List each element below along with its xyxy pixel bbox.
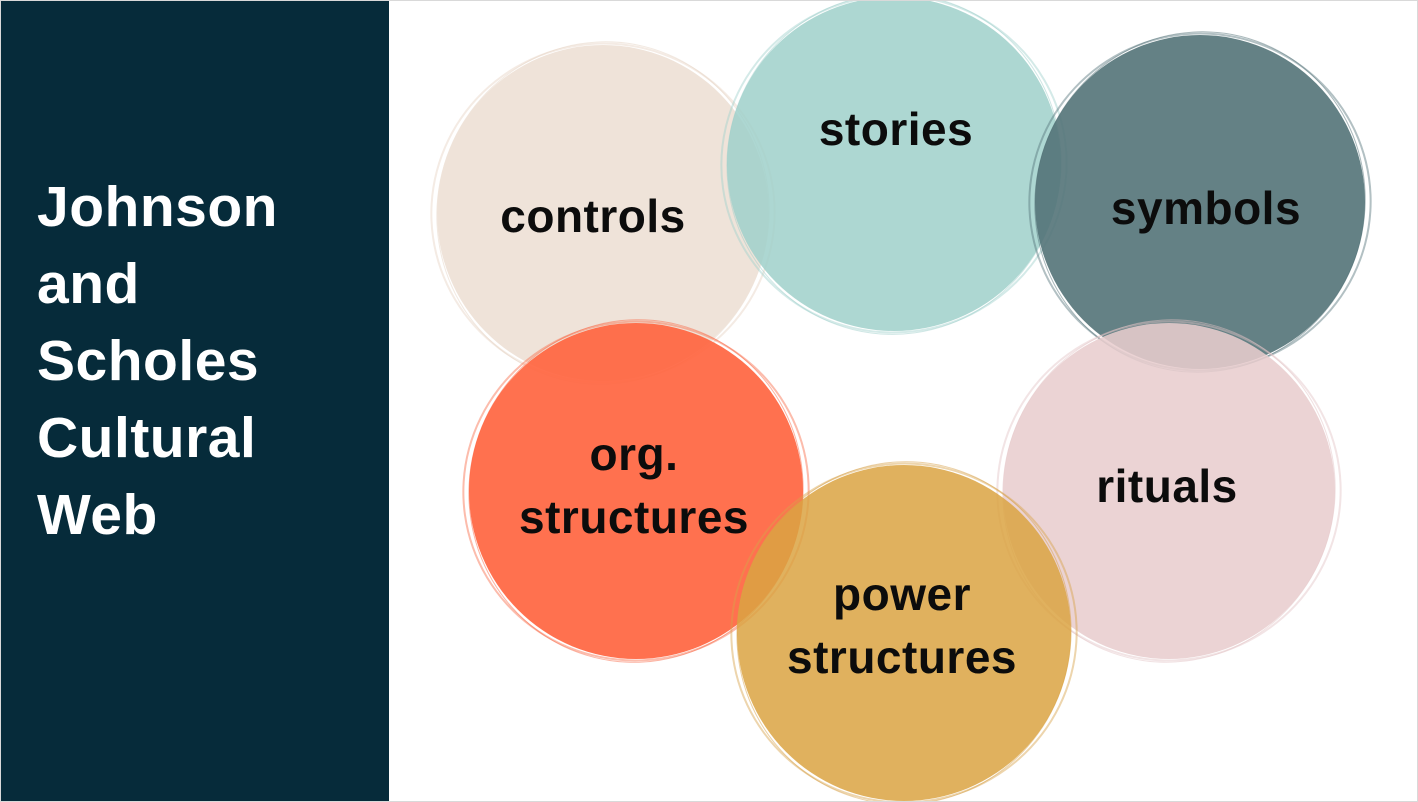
circle-symbols: symbols <box>998 1 1402 408</box>
title-line: Web <box>37 483 158 547</box>
circle-label: stories <box>729 98 1063 161</box>
circle-label: controls <box>427 185 759 248</box>
circle-fill <box>737 465 1071 801</box>
circle-label-line: structures <box>519 491 749 543</box>
title-line: Cultural <box>37 406 257 470</box>
circle-label-line: org. <box>589 428 679 480</box>
title-line: Scholes <box>37 329 260 393</box>
circle-label-line: stories <box>818 103 974 155</box>
title-line: and <box>37 252 140 316</box>
circle-fill <box>437 45 769 381</box>
circle-label: org. structures <box>467 423 801 549</box>
circle-label-line: rituals <box>1096 460 1238 512</box>
circle-fill <box>727 1 1061 331</box>
title-sidebar: Johnson and Scholes Cultural Web <box>1 1 389 801</box>
circle-label-line: structures <box>787 631 1017 683</box>
circle-label: power structures <box>735 563 1069 689</box>
circle-power-structures: power structures <box>700 425 1108 801</box>
circle-label-line: symbols <box>1110 182 1302 234</box>
circle-label-line: power <box>833 568 971 620</box>
circle-fill <box>1035 35 1365 369</box>
slide-title: Johnson and Scholes Cultural Web <box>37 169 367 554</box>
circle-org-structures: org. structures <box>432 283 840 699</box>
circle-label: symbols <box>1041 177 1371 240</box>
circle-label-line: controls <box>500 190 686 242</box>
circle-label: rituals <box>1001 455 1333 518</box>
circle-rituals: rituals <box>966 283 1372 699</box>
circle-stories: stories <box>690 1 1098 371</box>
title-line: Johnson <box>37 175 278 239</box>
circle-controls: controls <box>400 5 806 421</box>
